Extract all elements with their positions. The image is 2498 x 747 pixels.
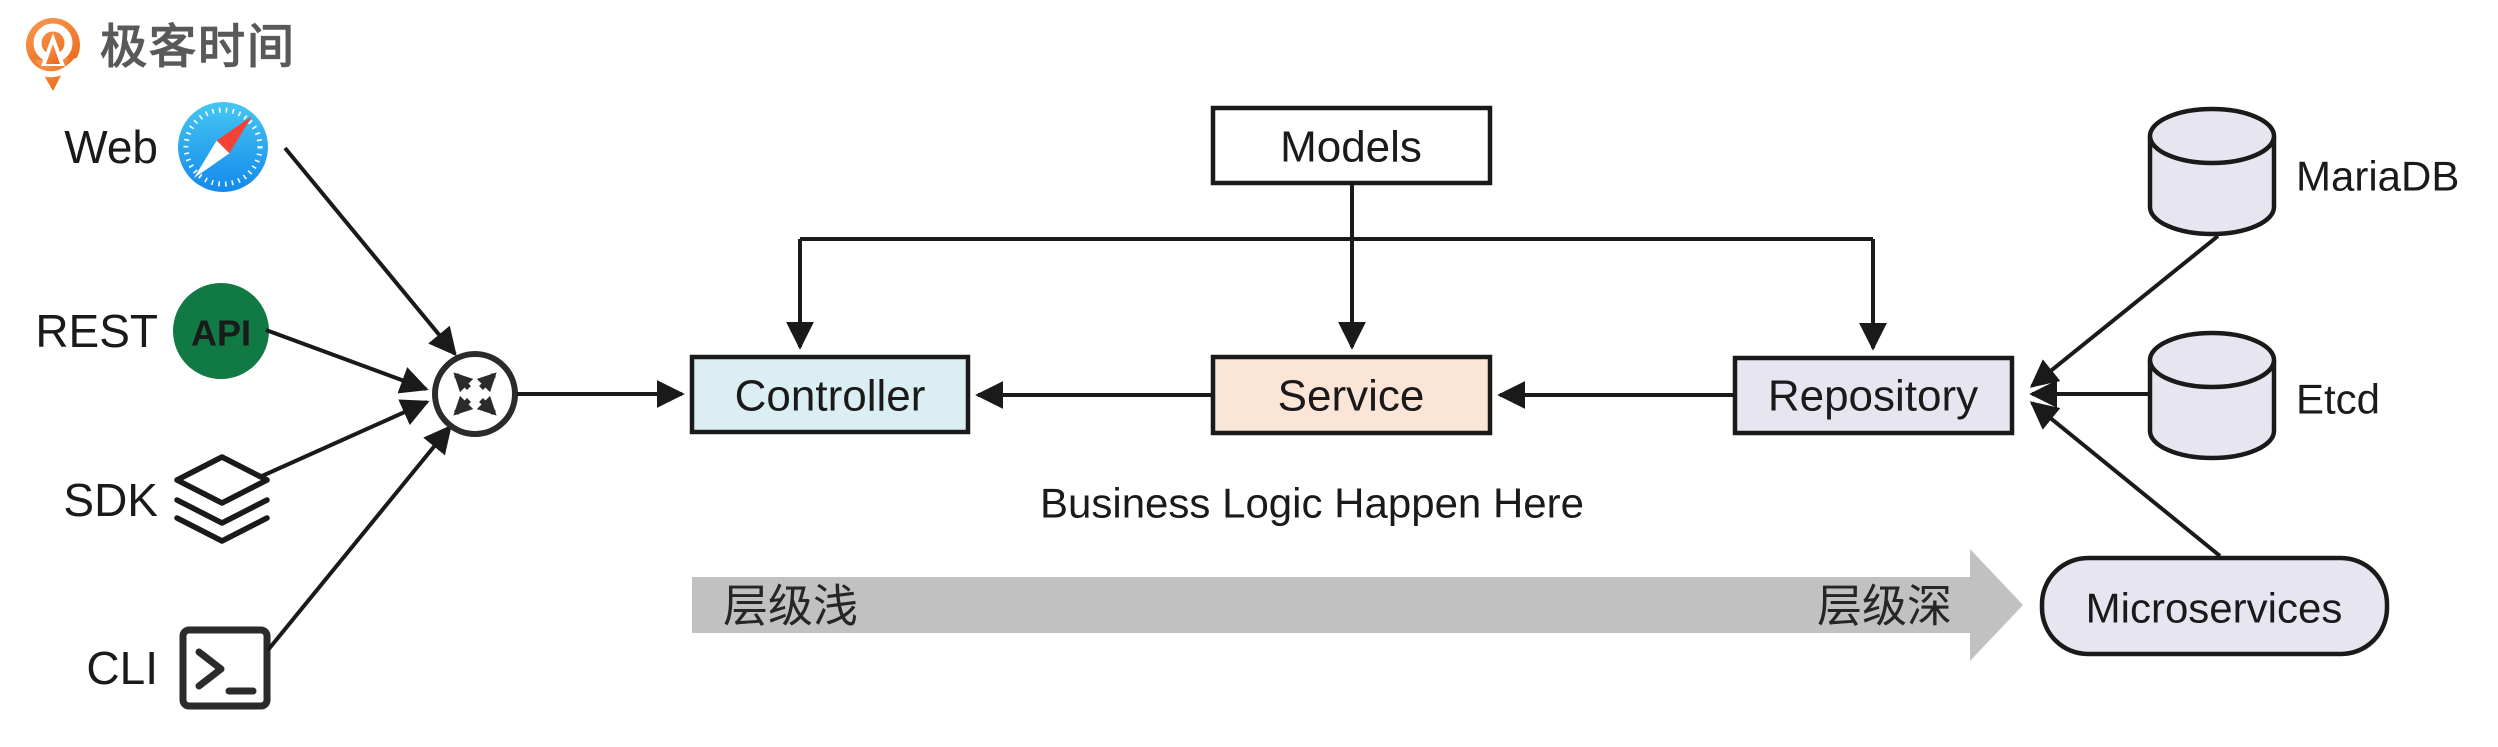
terminal-icon <box>179 626 271 710</box>
safari-compass-icon <box>178 102 268 192</box>
etcd-cylinder-icon <box>2147 330 2277 461</box>
depth-gradient-arrow: 层级浅 层级深 <box>692 549 2023 661</box>
arrow-rest-to-gateway <box>265 328 429 394</box>
depth-shallow-label: 层级浅 <box>723 581 858 632</box>
arrow-microservices-to-repository <box>2029 401 2222 558</box>
controller-label: Controller <box>735 372 926 421</box>
depth-band-arrowhead <box>1970 549 2023 661</box>
layers-icon <box>174 454 270 544</box>
arrow-sdk-to-gateway <box>261 399 430 478</box>
mariadb-cylinder-icon <box>2147 106 2277 237</box>
arrow-mariadb-to-repository <box>2029 234 2220 388</box>
arrow-cli-to-gateway <box>266 424 452 652</box>
geektime-logo: 极客时间 <box>25 18 296 91</box>
geektime-pin-icon <box>25 18 80 91</box>
models-label: Models <box>1280 123 1422 172</box>
service-label: Service <box>1278 372 1425 421</box>
business-logic-note: Business Logic Happen Here <box>1040 480 1584 527</box>
api-badge-icon: API <box>173 283 269 379</box>
router-icon <box>432 351 518 437</box>
controller-box <box>689 354 971 435</box>
brand-text: 极客时间 <box>100 20 296 73</box>
microservices-label: Microservices <box>2086 585 2343 632</box>
client-label-rest: REST <box>35 305 158 357</box>
depth-deep-label: 层级深 <box>1817 581 1952 632</box>
client-label-sdk: SDK <box>63 474 158 526</box>
client-label-cli: CLI <box>86 642 158 694</box>
repository-label: Repository <box>1768 372 1978 421</box>
microservices-pill <box>2039 555 2390 657</box>
client-label-web: Web <box>64 121 158 173</box>
arrow-web-to-gateway <box>283 146 457 357</box>
etcd-label: Etcd <box>2296 376 2380 423</box>
repository-box <box>1732 355 2015 436</box>
mariadb-label: MariaDB <box>2296 153 2459 200</box>
depth-band <box>692 577 1970 633</box>
api-badge-text: API <box>191 313 251 354</box>
service-box <box>1210 354 1493 436</box>
